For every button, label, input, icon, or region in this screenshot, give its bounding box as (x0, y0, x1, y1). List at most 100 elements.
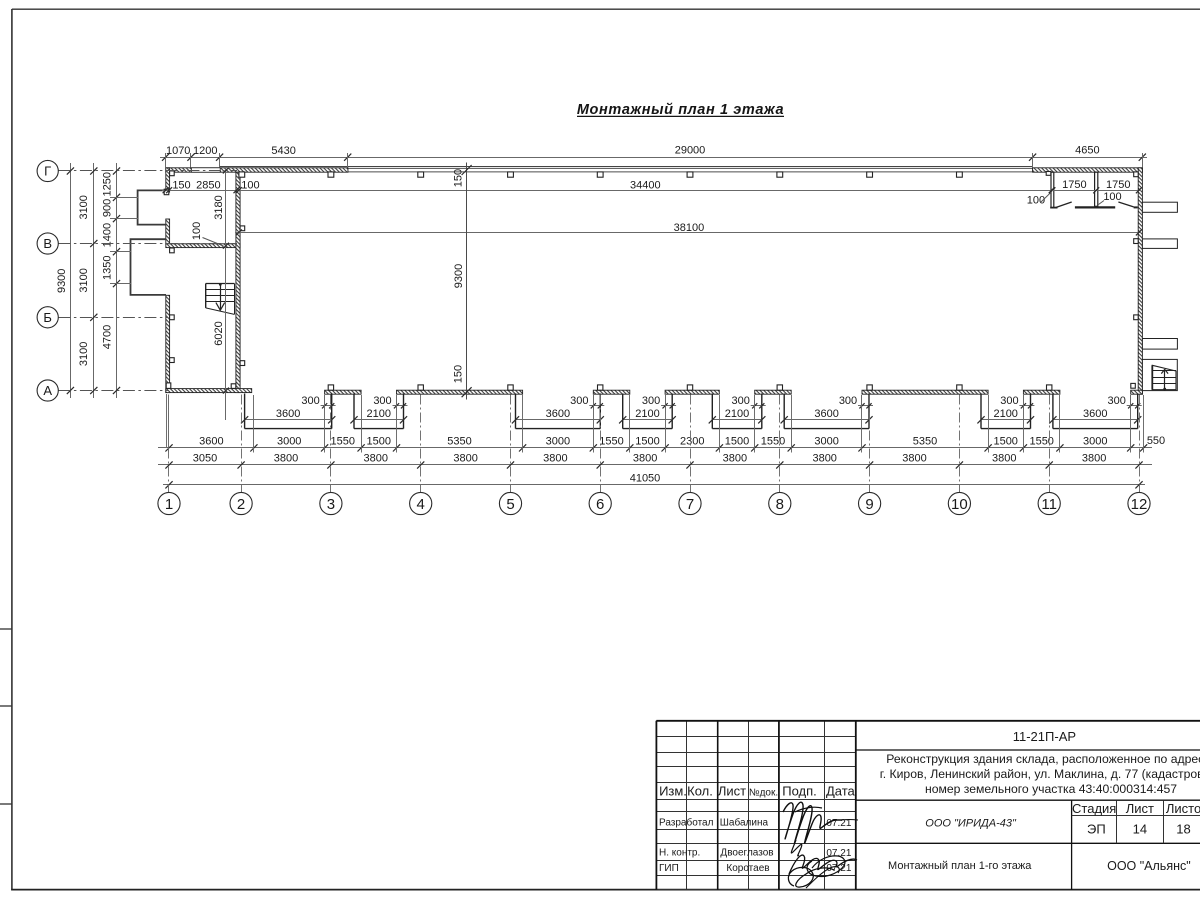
svg-text:150: 150 (453, 365, 465, 383)
svg-text:1500: 1500 (993, 436, 1017, 448)
svg-text:Лист: Лист (1126, 801, 1154, 816)
svg-text:7: 7 (686, 496, 694, 513)
svg-text:1200: 1200 (193, 145, 217, 157)
svg-text:3000: 3000 (814, 436, 838, 448)
svg-text:300: 300 (301, 395, 319, 407)
svg-text:100: 100 (191, 222, 203, 240)
svg-text:3000: 3000 (277, 436, 301, 448)
svg-text:300: 300 (570, 395, 588, 407)
svg-text:11: 11 (1041, 496, 1057, 513)
svg-text:07.21: 07.21 (826, 818, 851, 829)
svg-text:Подп.: Подп. (782, 783, 817, 798)
svg-text:10: 10 (951, 496, 968, 513)
svg-text:3: 3 (327, 496, 335, 513)
svg-text:А: А (43, 383, 52, 398)
svg-text:900: 900 (102, 199, 114, 217)
svg-text:9: 9 (865, 496, 873, 513)
svg-text:1400: 1400 (102, 223, 114, 247)
svg-text:150: 150 (453, 169, 465, 187)
svg-text:ГИП: ГИП (659, 863, 679, 874)
svg-text:Разработал: Разработал (659, 817, 714, 829)
svg-text:3180: 3180 (213, 195, 225, 219)
svg-text:1070: 1070 (166, 145, 190, 157)
svg-text:Лист: Лист (718, 783, 746, 798)
svg-text:1250: 1250 (102, 172, 114, 196)
svg-text:Г: Г (44, 164, 51, 179)
svg-text:3100: 3100 (78, 268, 90, 292)
svg-text:4: 4 (417, 496, 425, 513)
svg-text:2100: 2100 (367, 408, 391, 420)
svg-text:150: 150 (172, 180, 190, 192)
svg-text:5: 5 (506, 496, 514, 513)
svg-text:3600: 3600 (546, 408, 570, 420)
svg-text:6020: 6020 (213, 321, 225, 345)
svg-text:9300: 9300 (56, 269, 68, 293)
svg-text:3800: 3800 (723, 453, 747, 465)
svg-text:34400: 34400 (630, 180, 661, 192)
svg-text:3800: 3800 (543, 453, 567, 465)
svg-text:300: 300 (732, 395, 750, 407)
svg-text:300: 300 (642, 395, 660, 407)
svg-text:3800: 3800 (633, 453, 657, 465)
svg-text:8: 8 (776, 496, 784, 513)
svg-text:3600: 3600 (276, 408, 300, 420)
svg-text:1: 1 (165, 496, 173, 513)
svg-text:2: 2 (237, 496, 245, 513)
svg-text:1350: 1350 (102, 255, 114, 279)
svg-text:3800: 3800 (992, 453, 1016, 465)
svg-text:1500: 1500 (725, 436, 749, 448)
svg-text:1750: 1750 (1062, 179, 1086, 191)
svg-text:Н. контр.: Н. контр. (659, 847, 700, 858)
svg-text:Б: Б (43, 310, 52, 325)
svg-text:3050: 3050 (193, 453, 217, 465)
svg-text:1500: 1500 (367, 436, 391, 448)
svg-text:2100: 2100 (725, 408, 749, 420)
svg-text:Монтажный план 1-го этажа: Монтажный план 1-го этажа (888, 860, 1032, 872)
svg-text:1550: 1550 (1029, 436, 1053, 448)
svg-text:300: 300 (1108, 395, 1126, 407)
svg-text:4700: 4700 (102, 325, 114, 349)
svg-text:100: 100 (1103, 191, 1121, 203)
svg-text:г. Киров, Ленинский район, ул.: г. Киров, Ленинский район, ул. Маклина, … (880, 767, 1200, 781)
svg-text:Реконструкция здания склада, р: Реконструкция здания склада, расположенн… (886, 752, 1200, 766)
svg-text:Кол.: Кол. (687, 783, 713, 798)
svg-text:ООО "Альянс": ООО "Альянс" (1107, 859, 1191, 873)
svg-text:3800: 3800 (902, 453, 926, 465)
svg-text:300: 300 (839, 395, 857, 407)
svg-text:В: В (43, 236, 52, 251)
svg-text:29000: 29000 (675, 145, 706, 157)
svg-text:3000: 3000 (1083, 436, 1107, 448)
svg-text:Стадия: Стадия (1072, 801, 1116, 816)
svg-text:4650: 4650 (1075, 145, 1099, 157)
svg-text:38100: 38100 (674, 222, 705, 234)
svg-text:3600: 3600 (199, 436, 223, 448)
svg-text:Листов: Листов (1166, 801, 1200, 816)
svg-text:номер земельного участка 43:40: номер земельного участка 43:40:000314:45… (925, 782, 1177, 796)
svg-text:Изм.: Изм. (659, 783, 687, 798)
svg-text:1550: 1550 (761, 436, 785, 448)
svg-text:6: 6 (596, 496, 604, 513)
svg-text:18: 18 (1176, 822, 1190, 837)
svg-text:100: 100 (1027, 195, 1045, 207)
svg-text:2100: 2100 (993, 408, 1017, 420)
svg-text:5350: 5350 (913, 436, 937, 448)
svg-text:3100: 3100 (78, 342, 90, 366)
svg-text:41050: 41050 (630, 472, 661, 484)
svg-text:5430: 5430 (271, 145, 295, 157)
svg-text:Дата: Дата (826, 783, 856, 798)
svg-text:300: 300 (373, 395, 391, 407)
svg-text:Монтажный план 1 этажа: Монтажный план 1 этажа (577, 102, 784, 118)
svg-text:ЭП: ЭП (1087, 822, 1106, 837)
svg-text:550: 550 (1147, 435, 1165, 447)
svg-text:12: 12 (1131, 496, 1148, 513)
svg-text:100: 100 (241, 180, 259, 192)
svg-text:3800: 3800 (274, 453, 298, 465)
svg-text:3600: 3600 (814, 408, 838, 420)
svg-text:3800: 3800 (453, 453, 477, 465)
svg-text:1550: 1550 (599, 436, 623, 448)
svg-text:2850: 2850 (196, 180, 220, 192)
svg-text:3800: 3800 (812, 453, 836, 465)
svg-text:2300: 2300 (680, 436, 704, 448)
svg-text:1550: 1550 (331, 436, 355, 448)
svg-text:Двоеглазов: Двоеглазов (720, 847, 773, 858)
